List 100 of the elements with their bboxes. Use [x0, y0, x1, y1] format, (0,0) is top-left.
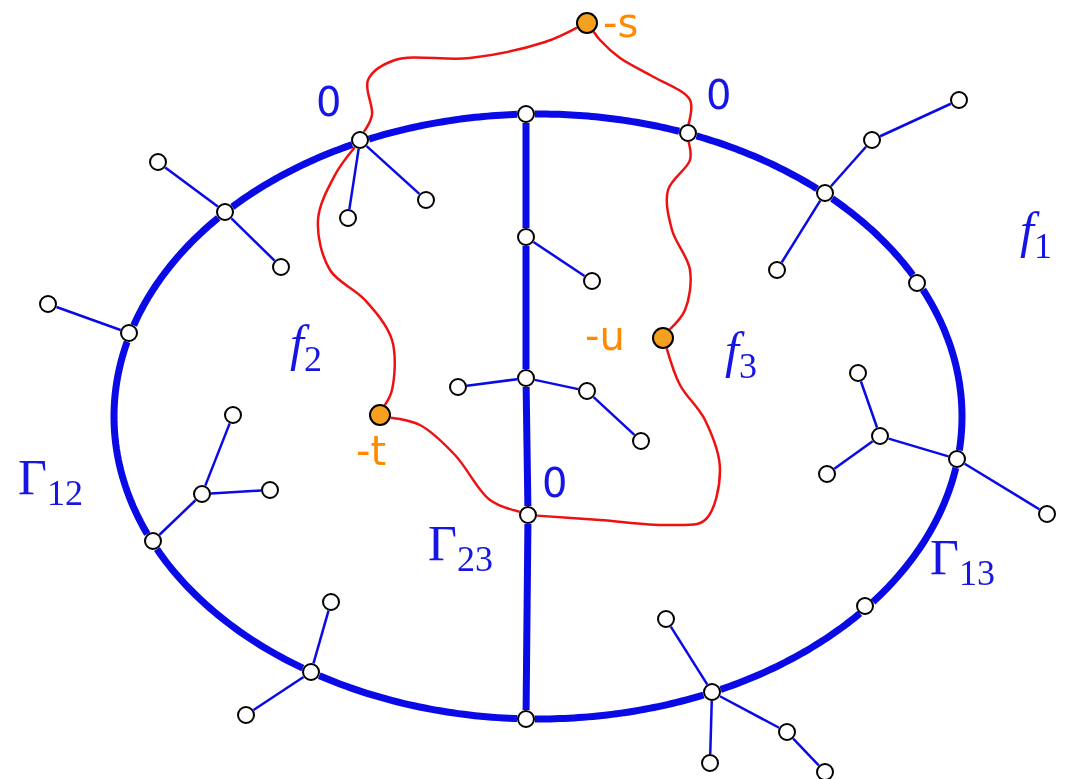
graph-edge — [592, 31, 693, 125]
vertex — [703, 683, 721, 701]
vertex — [339, 209, 357, 227]
graph-edge — [362, 26, 578, 133]
math-label: f$_{1}$ — [1020, 205, 1052, 264]
graph-edge — [153, 545, 305, 672]
math-label: Γ$_{12}$ — [18, 452, 83, 511]
vertex — [863, 131, 881, 149]
vertex — [302, 663, 320, 681]
math-label: f$_{3}$ — [725, 325, 757, 384]
vertex — [517, 105, 535, 123]
vertex — [816, 763, 834, 779]
vertex — [632, 432, 650, 450]
graph-edge — [130, 215, 221, 327]
vertex-label: 0 — [706, 75, 732, 115]
graph-edge — [534, 110, 680, 135]
vertex — [908, 274, 926, 292]
graph-edge — [695, 132, 819, 192]
graph-edge — [316, 146, 396, 406]
vertex-label: -u — [585, 316, 625, 356]
vertex — [449, 378, 467, 396]
vertex — [272, 258, 290, 276]
marked-vertex — [652, 327, 674, 349]
graph-edge — [522, 386, 532, 507]
graph-edge — [230, 141, 354, 210]
graph-edge — [717, 610, 863, 693]
graph-edge — [536, 348, 722, 527]
graph-edge — [829, 195, 916, 278]
graph-edge — [792, 737, 820, 767]
graph-edge — [164, 166, 219, 208]
graph-edge — [709, 700, 713, 755]
vertex-label: -s — [603, 3, 639, 43]
vertex — [778, 723, 796, 741]
vertex — [578, 382, 596, 400]
graph-edge — [230, 217, 276, 262]
math-label: Γ$_{23}$ — [428, 518, 493, 577]
graph-edge — [390, 416, 520, 513]
vertex — [1038, 505, 1056, 523]
graph-edge — [920, 287, 966, 454]
vertex — [39, 295, 57, 313]
graph-edge — [830, 145, 867, 188]
graph-edge — [466, 377, 518, 388]
graph-edge — [833, 440, 874, 470]
vertex — [818, 465, 836, 483]
vertex — [950, 91, 968, 109]
vertex-label: 0 — [542, 463, 568, 503]
graph-edge — [312, 610, 330, 664]
vertex — [120, 324, 138, 342]
graph-edge — [964, 462, 1040, 511]
vertex — [701, 754, 719, 772]
vertex — [948, 450, 966, 468]
graph-edge — [592, 396, 636, 436]
vertex — [322, 593, 340, 611]
graph-edge — [879, 102, 952, 138]
math-label: Γ$_{13}$ — [930, 532, 995, 591]
graph-edge — [532, 240, 586, 278]
graph-edge — [210, 489, 262, 495]
graph-edge — [522, 123, 530, 228]
vertex — [517, 710, 535, 728]
graph-edge — [870, 467, 960, 605]
marked-vertex — [369, 404, 391, 426]
graph-edge — [252, 675, 305, 712]
graph-edge — [365, 145, 421, 195]
vertex — [144, 532, 162, 550]
vertex — [417, 191, 435, 209]
vertex — [224, 406, 242, 424]
graph-edge — [859, 381, 879, 428]
vertex — [856, 597, 874, 615]
vertex — [261, 481, 279, 499]
graph-edge — [534, 378, 579, 391]
vertex — [519, 506, 537, 524]
graph-edge — [158, 499, 197, 536]
vertex — [768, 261, 786, 279]
vertex — [657, 610, 675, 628]
marked-vertex — [576, 12, 598, 34]
vertex — [351, 131, 369, 149]
vertex — [517, 228, 535, 246]
vertex — [679, 124, 697, 142]
graph-edge — [522, 246, 530, 369]
graph-edge — [665, 141, 692, 331]
vertex — [816, 184, 834, 202]
vertex — [871, 427, 889, 445]
vertex — [849, 364, 867, 382]
vertex — [583, 272, 601, 290]
graph-edge — [780, 199, 822, 264]
graph-edge — [56, 305, 121, 332]
graph-edge — [204, 422, 231, 487]
vertex-label: 0 — [316, 82, 342, 122]
graph-edge — [110, 340, 151, 536]
graph-edge — [522, 523, 532, 711]
vertex — [216, 203, 234, 221]
vertex — [149, 153, 167, 171]
graph-edge — [888, 437, 949, 458]
graph-edge — [348, 148, 360, 210]
vertex-label: -t — [356, 431, 387, 471]
vertex — [517, 369, 535, 387]
graph-edge — [317, 672, 519, 723]
graph-edge — [367, 110, 518, 143]
vertex — [193, 485, 211, 503]
graph-edge — [669, 625, 709, 686]
